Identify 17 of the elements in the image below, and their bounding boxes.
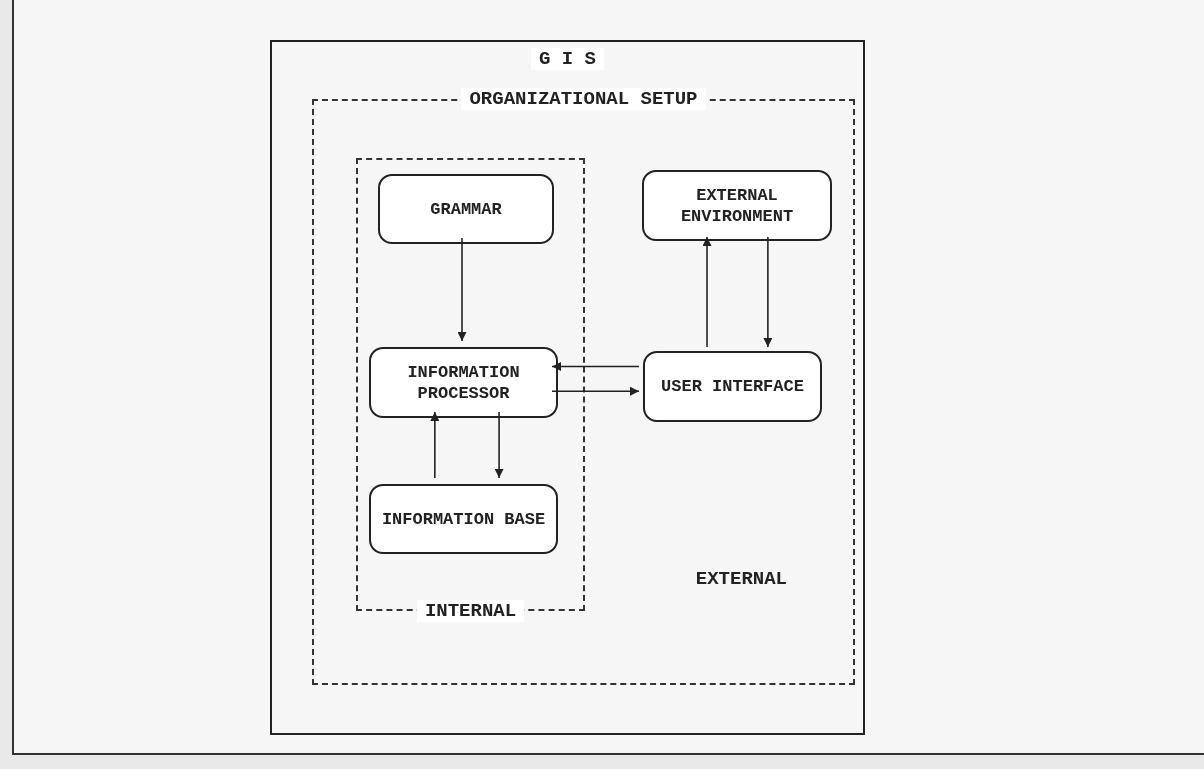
process-box: USER INTERFACE bbox=[643, 351, 822, 422]
boundary-label: G I S bbox=[531, 48, 604, 70]
region-label: EXTERNAL bbox=[695, 567, 787, 590]
arrow bbox=[551, 386, 640, 396]
arrow bbox=[702, 236, 712, 348]
arrow bbox=[551, 362, 640, 371]
arrow bbox=[430, 411, 440, 479]
outer-frame bbox=[270, 40, 865, 735]
process-box: INFORMATION PROCESSOR bbox=[369, 347, 558, 418]
process-box: GRAMMAR bbox=[378, 174, 554, 244]
arrow bbox=[457, 237, 467, 342]
process-box: INFORMATION BASE bbox=[369, 484, 558, 554]
boundary-label: ORGANIZATIONAL SETUP bbox=[461, 88, 706, 110]
boundary-label: INTERNAL bbox=[416, 600, 525, 622]
arrow bbox=[494, 411, 504, 479]
process-box: EXTERNAL ENVIRONMENT bbox=[642, 170, 832, 241]
arrow bbox=[763, 236, 773, 348]
